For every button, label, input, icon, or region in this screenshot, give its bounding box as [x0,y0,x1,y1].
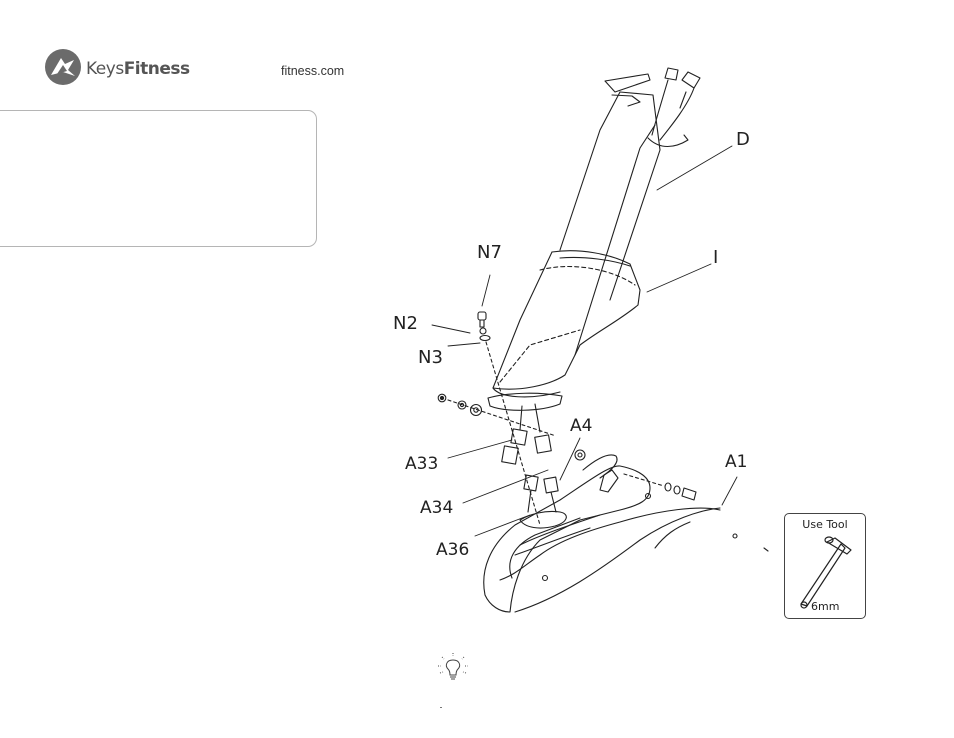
fasteners-left [437,393,586,461]
upright-tube-part-d [559,67,701,356]
page-mark [440,707,442,708]
part-label-a4: A4 [570,416,593,436]
hex-key-icon [800,536,852,609]
fasteners-top [477,311,541,526]
part-label-d: D [736,129,750,150]
leader-lines [431,145,738,537]
brand-logo: KeysFitness [44,48,204,88]
keys-fitness-logo-icon [45,49,81,85]
website-text: fitness.com [281,64,345,78]
lower-connectors [501,403,559,513]
part-label-a36: A36 [436,540,470,560]
brand-name: KeysFitness [86,59,190,79]
tool-callout: Use Tool 6mm [784,513,866,619]
part-label-i: I [713,247,719,268]
shroud-part-i [492,250,641,398]
instruction-text-panel [0,110,317,247]
part-label-n2: N2 [393,313,418,334]
fasteners-right [623,473,697,501]
part-label-a34: A34 [420,498,454,518]
part-label-n3: N3 [418,347,443,368]
part-label-n7: N7 [477,242,502,263]
part-label-a1: A1 [725,452,748,472]
lightbulb-icon [438,653,468,680]
tool-callout-title: Use Tool [802,518,848,531]
tool-size-text: 6mm [811,600,840,613]
frame-part-a1 [483,454,769,613]
assembly-diagram [431,67,769,613]
part-label-a33: A33 [405,454,439,474]
